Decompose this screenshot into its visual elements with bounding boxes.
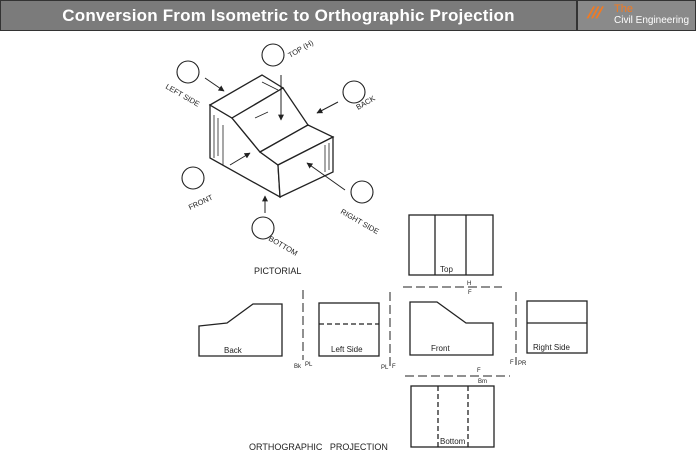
isometric-block: [208, 74, 335, 199]
fold-label: PL: [381, 365, 389, 371]
fold-label: F: [468, 290, 472, 296]
head-right-icon: [350, 180, 374, 204]
label-left-side: LEFT SIDE: [164, 82, 201, 109]
label-back: BACK: [355, 94, 377, 112]
ortho-caption: ORTHOGRAPHIC PROJECTION: [249, 442, 388, 452]
fold-label: H: [467, 281, 471, 287]
label-bottom: BOTTOM: [267, 234, 299, 258]
logo-text-2: Civil Engineering: [614, 15, 690, 26]
head-front-icon: [181, 166, 205, 190]
view-right-side: [526, 300, 588, 354]
fold-label: F: [510, 360, 514, 366]
view-top: [408, 214, 494, 276]
fold-label: Bk: [294, 364, 302, 370]
label-view-left: Left Side: [331, 345, 363, 354]
view-arrows: [204, 75, 346, 213]
view-front: [409, 301, 494, 356]
view-back: [198, 303, 283, 357]
view-left-side: [318, 302, 380, 357]
head-back-icon: [342, 80, 366, 104]
fold-label: F: [392, 364, 396, 370]
label-top: TOP (H): [287, 38, 316, 60]
label-front: FRONT: [187, 193, 215, 212]
fold-lines: [302, 286, 517, 377]
label-view-front: Front: [431, 344, 450, 353]
fold-label: F: [477, 368, 481, 374]
head-bottom-icon: [251, 216, 275, 240]
logo: /// The Civil Engineering: [577, 0, 696, 31]
label-view-bottom: Bottom: [440, 437, 466, 446]
viewer-heads: [176, 43, 374, 240]
head-left-icon: [176, 60, 200, 84]
label-right-side: RIGHT SIDE: [339, 207, 381, 236]
title-banner: Conversion From Isometric to Orthographi…: [0, 0, 577, 31]
pictorial-caption: PICTORIAL: [254, 266, 301, 276]
fold-label: PL: [305, 362, 313, 368]
fold-label: Bm: [478, 379, 487, 385]
logo-text-1: The: [614, 3, 633, 15]
fold-label: PR: [518, 361, 527, 367]
label-view-top: Top: [440, 265, 453, 274]
head-top-icon: [261, 43, 285, 67]
label-view-back: Back: [224, 346, 243, 355]
label-view-right: Right Side: [533, 343, 570, 352]
view-bottom: [410, 385, 495, 448]
